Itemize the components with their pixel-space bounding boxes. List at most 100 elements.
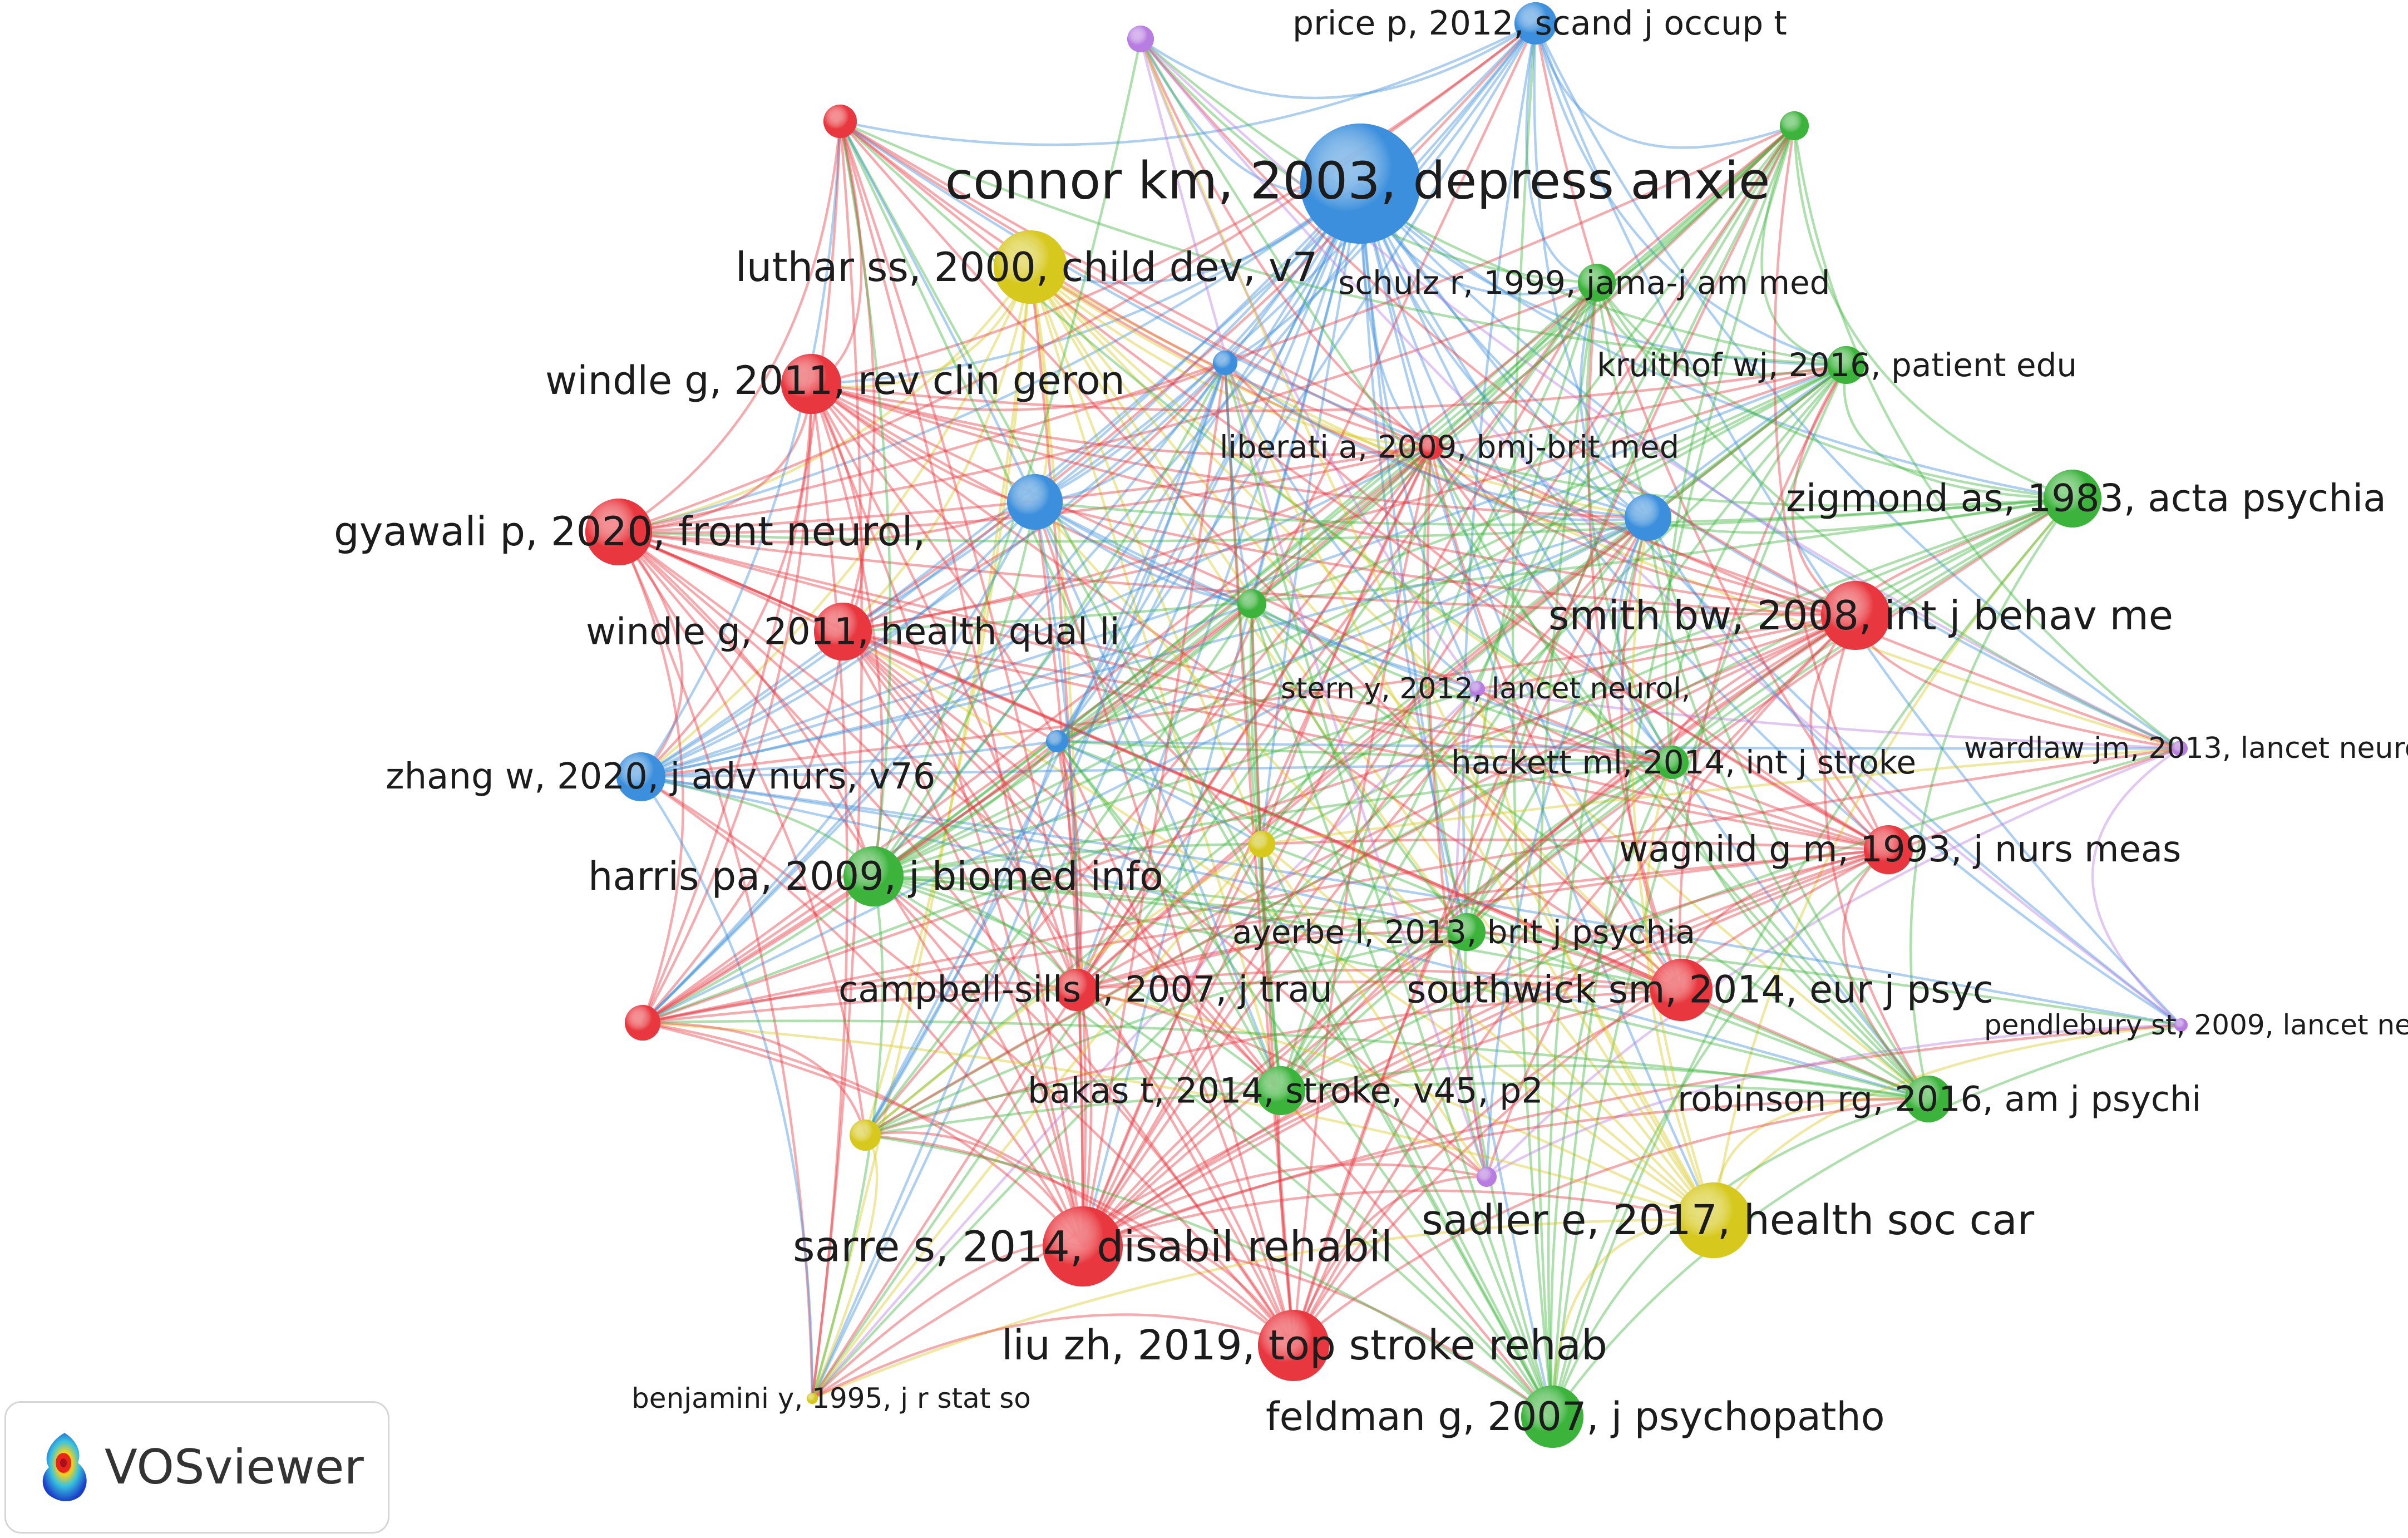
co-citation-edge [1712,497,2074,1221]
co-citation-edge [810,383,1084,1247]
co-citation-edge [1261,125,1795,845]
co-citation-edge [618,530,1889,851]
co-citation-edge [642,383,813,1024]
node-label-windle-hql: windle g, 2011, health qual li [586,610,1120,653]
co-citation-edge [1536,282,1598,1417]
co-citation-edge [1486,747,2180,1178]
co-citation-edge [1082,688,1478,1248]
co-citation-edge [810,383,884,877]
co-citation-edge [1464,931,1554,1417]
co-citation-edge [811,1134,879,1399]
co-citation-edge [1029,266,1649,519]
co-citation-edge [840,22,1537,146]
co-citation-edge [1082,848,1889,1248]
node-label-smith: smith bw, 2008, int j behav me [1548,592,2173,639]
co-citation-edge [811,843,1263,1399]
co-citation-edge [1224,22,1537,364]
co-citation-edge [1430,125,1795,448]
co-citation-edge [1292,447,1433,1346]
node-highlight [807,1393,818,1404]
co-citation-edge [838,121,1282,1091]
co-citation-edge [811,382,1649,519]
co-citation-edge [618,531,1295,1347]
co-citation-edge [865,988,1682,1137]
node-highlight [850,1120,881,1151]
co-citation-edge [1476,688,1889,851]
co-citation-edge [811,183,1361,386]
co-citation-edge [1075,989,1295,1346]
co-citation-edge [640,362,1226,778]
co-citation-edge [642,1021,867,1136]
co-citation-edge [864,741,1059,1136]
co-citation-edge [640,446,1432,778]
node-label-windle-rcg: windle g, 2011, rev clin geron [545,358,1125,403]
co-citation-edge [873,875,1078,991]
co-citation-edge [1139,38,1857,617]
co-citation-edge [1223,362,1715,1221]
co-citation-edge [1551,125,1796,1417]
node-highlight [1780,111,1809,140]
co-citation-edge [1292,614,1857,1347]
co-citation-edge [617,531,814,1399]
co-citation-edge [1034,501,1553,1418]
co-citation-edge [1057,740,1929,1101]
co-citation-edge [811,267,1032,1399]
node-highlight [1676,1182,1751,1258]
co-citation-edge [642,980,1682,1024]
co-citation-edge [1843,364,2073,500]
co-citation-edge [618,530,1058,742]
co-citation-edge [1034,22,1537,503]
co-citation-edge [1139,38,2182,1026]
node-label-robinson: robinson rg, 2016, am j psychi [1677,1079,2202,1120]
co-citation-edge [617,531,684,1023]
co-citation-edge [640,383,813,778]
co-citation-edge [618,530,1856,617]
co-citation-edge [1551,849,1889,1417]
co-citation-edge [1057,516,1649,743]
node-highlight [1905,1076,1952,1122]
co-citation-edge [642,501,1037,1024]
co-citation-edge [811,876,884,1399]
co-citation-edge [865,1133,1295,1347]
co-citation-edge [1029,267,1078,990]
co-citation-edge [873,516,1649,878]
node-highlight [1625,494,1671,541]
co-citation-edge [642,747,2180,1024]
co-citation-edge [1359,183,1673,763]
co-citation-edge [1280,497,2074,1092]
co-citation-edge [640,501,1036,778]
co-citation-edge [1139,38,1432,448]
co-citation-edge [1139,38,2180,750]
node-highlight [781,354,841,414]
co-citation-edge [1280,614,1857,1092]
co-citation-edge [1082,1163,1487,1248]
node-highlight [1213,351,1237,375]
co-citation-edge [839,120,1682,991]
co-citation-edge [1260,183,1362,845]
co-citation-edge [1249,603,1264,845]
node-label-schulz: schulz r, 1999, jama-j am med [1338,264,1830,302]
co-citation-edge [1465,614,1857,933]
co-citation-edge [842,267,1032,633]
node-label-hackett: hackett ml, 2014, int j stroke [1451,743,1916,781]
co-citation-edge [1029,266,1856,617]
co-citation-edge [1056,740,1553,1418]
co-citation-edge [1082,930,1467,1248]
co-citation-edge [872,501,1037,878]
co-citation-edge [1359,183,2182,1026]
co-citation-edge [872,875,1553,1418]
co-citation-edge [1076,988,1715,1222]
co-citation-edge [1534,23,1847,367]
co-citation-edge [1596,282,2073,500]
co-citation-edge [1292,761,1673,1346]
node-label-bakas: bakas t, 2014, stroke, v45, p2 [1028,1071,1543,1111]
co-citation-edge [1426,447,1488,1177]
co-citation-edge [1534,23,1889,851]
co-citation-edge [811,362,1227,1399]
co-citation-edge [1082,497,2074,1248]
co-citation-edge [872,875,1084,1247]
co-citation-edge [1645,762,1715,1221]
co-citation-edge [618,281,1597,534]
co-citation-edge [864,446,1432,1136]
